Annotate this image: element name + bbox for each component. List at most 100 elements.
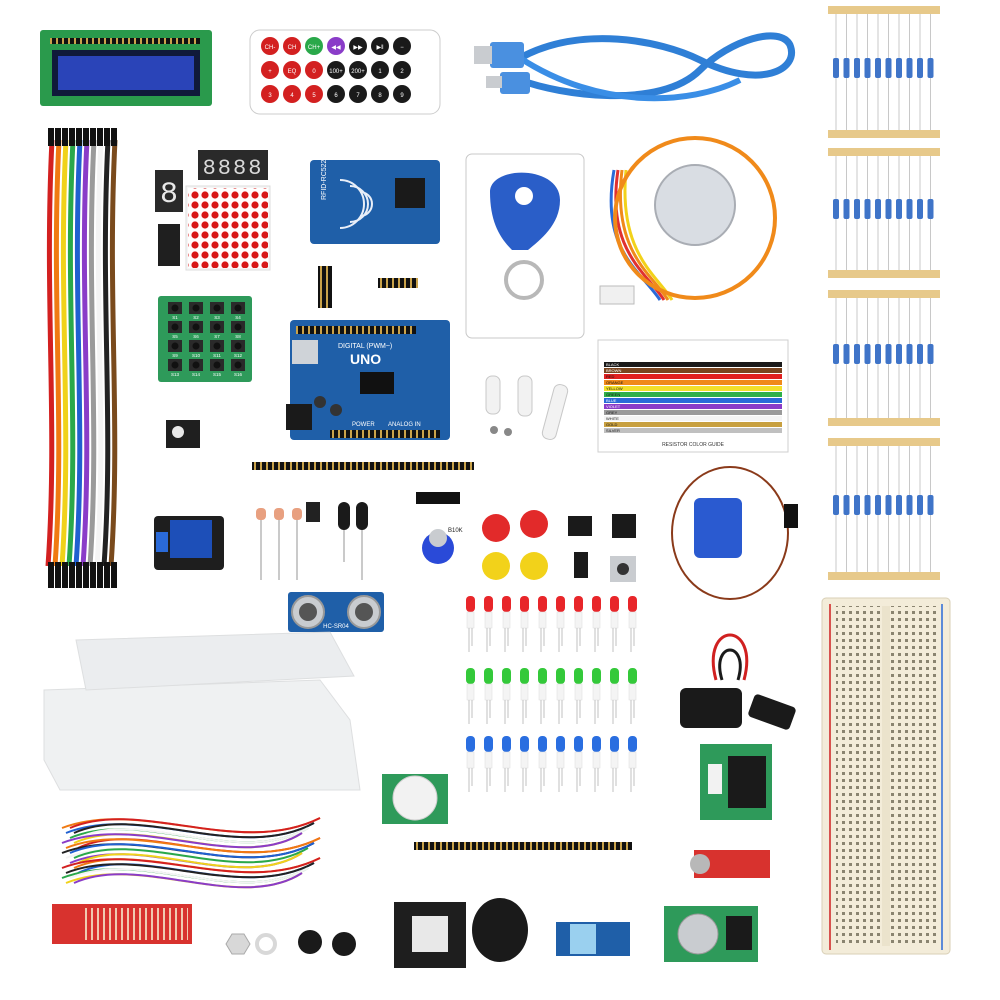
led-base: [502, 611, 511, 629]
resistor: [833, 495, 839, 515]
resistor: [896, 58, 902, 78]
led-base: [556, 751, 565, 769]
keypad-button-top: [171, 342, 179, 350]
remote-key: [371, 85, 389, 103]
dupont-jumper-wires: [45, 128, 118, 588]
dupont-end: [111, 128, 117, 146]
resistor: [875, 199, 881, 219]
keypad-key-label: S12: [234, 353, 243, 358]
led-base: [502, 683, 511, 701]
led-base: [610, 751, 619, 769]
resistor: [885, 58, 892, 78]
jumper-wire: [69, 867, 309, 884]
dupont-wire: [45, 139, 55, 567]
dupont-wire: [108, 139, 118, 567]
tape-top: [828, 438, 940, 446]
dupont-end: [104, 562, 110, 588]
led-base: [574, 611, 583, 629]
remote-key-label: EQ: [288, 69, 297, 75]
remote-key-label: 9: [400, 93, 404, 99]
remote-key-label: +: [268, 69, 272, 75]
remote-key-label: CH: [288, 45, 297, 51]
jumper-wire: [77, 827, 309, 844]
led: [502, 668, 511, 684]
led-base: [538, 683, 547, 701]
color-band-row: [604, 392, 782, 397]
color-band-label: RED: [606, 374, 615, 379]
keypad-button-top: [171, 361, 179, 369]
keypad-button-top: [213, 323, 221, 331]
pin-header-long: [252, 462, 474, 470]
dht11-sensor: [556, 922, 630, 956]
color-band-row: [604, 404, 782, 409]
remote-key: [371, 37, 389, 55]
dupont-end: [62, 128, 68, 146]
color-band-row: [604, 410, 782, 415]
color-band-row: [604, 374, 782, 379]
led: [520, 596, 529, 612]
led-base: [610, 611, 619, 629]
rfid-keyfob: [465, 153, 585, 339]
jumper-wire: [65, 862, 315, 879]
remote-key: [261, 37, 279, 55]
remote-key-label: 3: [268, 93, 272, 99]
keypad-key-label: S9: [172, 353, 178, 358]
remote-key-label: 100+: [329, 69, 343, 75]
nut-washer-buzzers: [225, 930, 356, 956]
led: [484, 668, 493, 684]
pir-sensor: [382, 774, 448, 824]
led-base: [466, 611, 475, 629]
led: [520, 668, 529, 684]
led: [466, 596, 475, 612]
resistor: [896, 199, 902, 219]
led: [502, 596, 511, 612]
led: [484, 596, 493, 612]
remote-key-label: 200+: [351, 69, 365, 75]
through-hole-parts: [256, 502, 368, 580]
led: [574, 668, 583, 684]
resistor: [833, 344, 839, 364]
dupont-wire: [101, 139, 111, 567]
resistor: [864, 344, 871, 364]
color-band-row: [604, 380, 782, 385]
remote-key: [349, 61, 367, 79]
dupont-end: [97, 128, 103, 146]
resistor: [896, 495, 902, 515]
uno-digital-label: DIGITAL (PWM~): [338, 343, 392, 350]
keypad-key-label: S4: [235, 315, 241, 320]
jumper-wire: [69, 817, 321, 834]
remote-key: [327, 85, 345, 103]
remote-key-label: 2: [400, 69, 404, 75]
pin-header-short: [378, 278, 418, 288]
resistor: [843, 495, 850, 515]
tape-bottom: [828, 130, 940, 138]
dupont-end: [62, 562, 68, 588]
tape-top: [828, 290, 940, 298]
remote-key-label: 8: [378, 93, 382, 99]
svg-text:8888: 8888: [203, 156, 264, 181]
keypad-key-label: S3: [214, 315, 220, 320]
remote-key-label: ▶▶: [353, 45, 363, 51]
led-base: [466, 751, 475, 769]
keypad-button-top: [213, 304, 221, 312]
tape-top: [828, 6, 940, 14]
dupont-wire: [94, 139, 104, 567]
led-dot-matrix: [185, 185, 271, 271]
color-band-label: VIOLET: [606, 404, 621, 409]
led: [538, 668, 547, 684]
remote-key-label: 1: [378, 69, 382, 75]
keypad-key-label: S10: [192, 353, 201, 358]
resistor: [843, 344, 850, 364]
resistor: [843, 199, 850, 219]
color-band-label: BROWN: [606, 368, 621, 373]
led-rows: [466, 596, 637, 792]
tape-bottom: [828, 270, 940, 278]
led: [610, 596, 619, 612]
color-band-row: [604, 428, 782, 433]
color-band-label: BLACK: [606, 362, 619, 367]
relay-module: [154, 516, 224, 570]
seven-segment-displays: 8 8888: [155, 150, 268, 266]
pin-header-vertical: [318, 266, 332, 308]
keypad-button-top: [171, 323, 179, 331]
